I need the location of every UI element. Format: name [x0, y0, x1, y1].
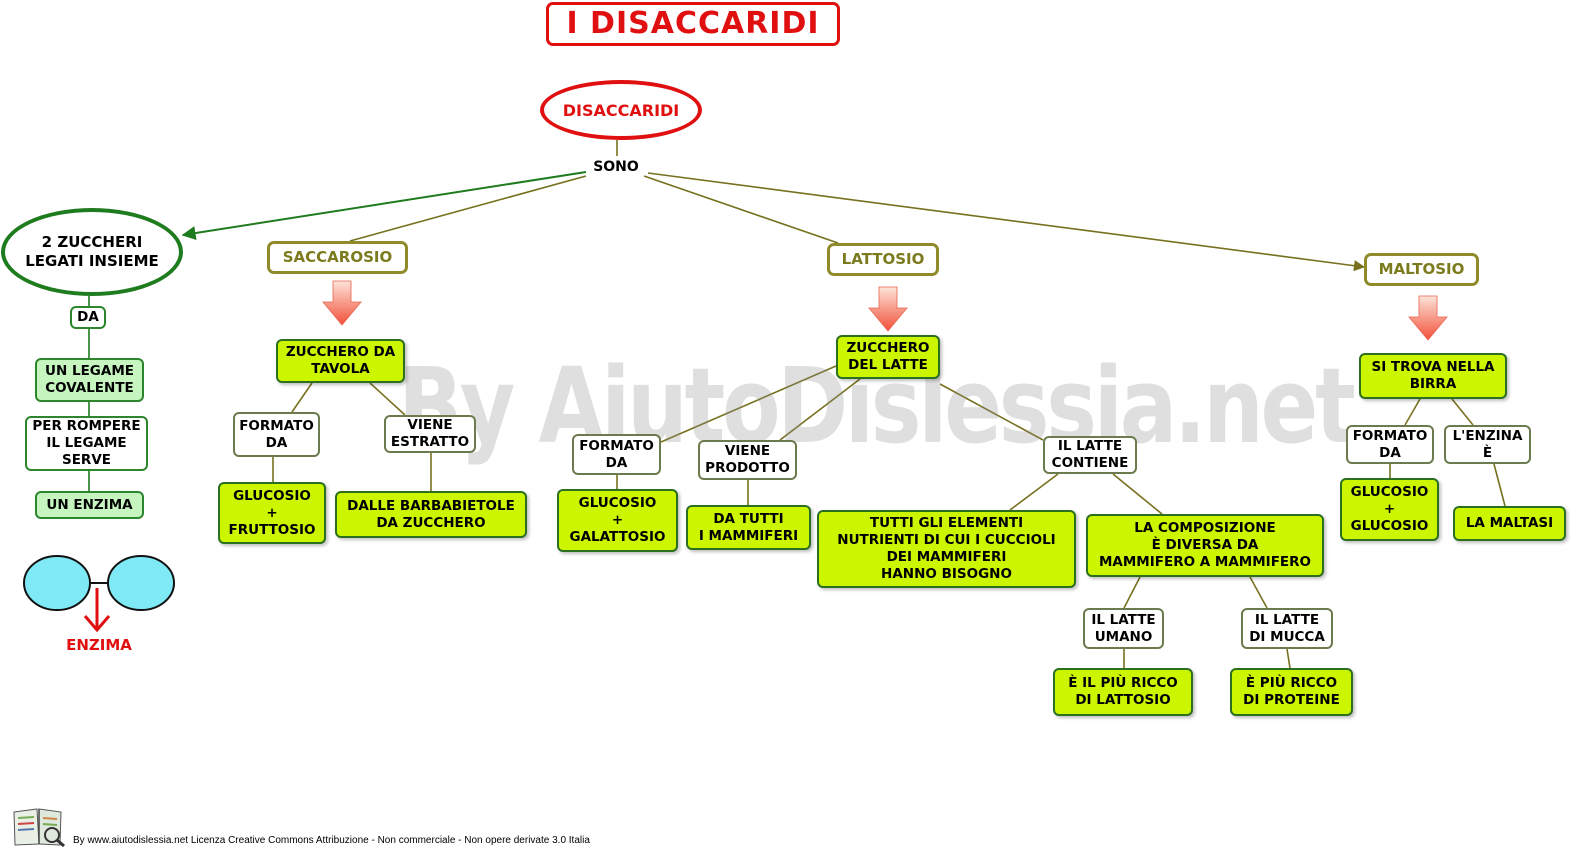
node-zucchero-latte: ZUCCHERO DEL LATTE [836, 335, 940, 379]
node-latte-umano: IL LATTE UMANO [1083, 608, 1164, 649]
node-enzina-e: L'ENZINA È [1444, 425, 1531, 464]
node-un-enzima: UN ENZIMA [35, 491, 144, 519]
node-glucosio-glucosio: GLUCOSIO + GLUCOSIO [1340, 478, 1439, 541]
link-zucchero-tavola-to-formato-da-1 [291, 382, 313, 413]
link-latte-contiene-to-composizione [1112, 473, 1163, 515]
node-formato-da-2: FORMATO DA [572, 434, 661, 475]
node-barbabietole: DALLE BARBABIETOLE DA ZUCCHERO [335, 491, 527, 538]
node-glucosio-fruttosio: GLUCOSIO + FRUTTOSIO [218, 482, 326, 544]
node-disaccaridi: DISACCARIDI [540, 80, 702, 140]
node-formato-da-3: FORMATO DA [1346, 425, 1434, 464]
node-latte-contiene: IL LATTE CONTIENE [1043, 436, 1137, 474]
node-maltosio: MALTOSIO [1364, 253, 1479, 286]
link-enzina-e-to-maltasi [1493, 463, 1506, 507]
bond-break-icon [23, 555, 175, 633]
node-viene-estratto: VIENE ESTRATTO [384, 415, 476, 453]
node-lattosio: LATTOSIO [827, 243, 939, 276]
link-zucchero-latte-to-formato-da-2 [660, 365, 837, 443]
node-viene-prodotto: VIENE PRODOTTO [698, 440, 797, 480]
node-ricco-proteine: È PIÙ RICCO DI PROTEINE [1230, 668, 1353, 716]
down-arrow-icon [322, 280, 362, 326]
link-sono-to-due-zuccheri [181, 171, 587, 240]
node-legame-covalente: UN LEGAME COVALENTE [35, 358, 144, 402]
node-latte-mucca: IL LATTE DI MUCCA [1241, 608, 1333, 649]
link-sono-to-lattosio [643, 175, 839, 244]
node-zucchero-tavola: ZUCCHERO DA TAVOLA [276, 339, 405, 383]
link-birra-to-enzina-e [1451, 398, 1474, 426]
down-arrow-icon [868, 286, 908, 332]
node-elementi-nutrienti: TUTTI GLI ELEMENTI NUTRIENTI DI CUI I CU… [817, 510, 1076, 588]
node-composizione: LA COMPOSIZIONE È DIVERSA DA MAMMIFERO A… [1086, 514, 1324, 577]
link-zucchero-tavola-to-viene-estratto [369, 382, 406, 416]
node-maltasi: LA MALTASI [1453, 506, 1566, 541]
link-sono-to-maltosio [647, 172, 1366, 272]
down-arrow-icon [1408, 295, 1448, 341]
page-title: I DISACCARIDI [546, 2, 840, 46]
link-sono-to-saccarosio [349, 175, 587, 242]
node-ricco-lattosio: È IL PIÙ RICCO DI LATTOSIO [1053, 668, 1193, 716]
book-logo-icon [13, 808, 65, 848]
link-composizione-to-latte-umano [1123, 576, 1141, 609]
link-birra-to-formato-da-3 [1404, 398, 1421, 426]
license-footer: By www.aiutodislessia.net Licenza Creati… [73, 835, 590, 846]
link-latte-mucca-to-ricco-proteine [1286, 648, 1291, 669]
link-zucchero-latte-to-latte-contiene [939, 383, 1044, 441]
link-zucchero-latte-to-viene-prodotto [779, 378, 861, 441]
link-latte-contiene-to-elementi-nutrienti [1009, 473, 1059, 511]
enzyme-label: ENZIMA [66, 636, 132, 654]
node-due-zuccheri: 2 ZUCCHERI LEGATI INSIEME [1, 208, 183, 296]
node-per-rompere: PER ROMPERE IL LEGAME SERVE [25, 416, 148, 471]
node-tutti-mammiferi: DA TUTTI I MAMMIFERI [686, 505, 811, 550]
node-saccarosio: SACCAROSIO [267, 241, 408, 274]
node-formato-da-1: FORMATO DA [233, 412, 320, 457]
node-glucosio-galattosio: GLUCOSIO + GALATTOSIO [557, 489, 678, 552]
node-birra: SI TROVA NELLA BIRRA [1359, 353, 1507, 399]
link-composizione-to-latte-mucca [1249, 576, 1268, 609]
node-da-1: DA [70, 306, 106, 329]
node-sono: SONO [588, 156, 644, 178]
